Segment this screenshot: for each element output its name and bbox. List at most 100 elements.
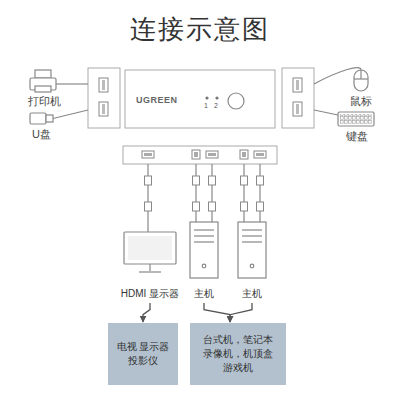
monitor-icon: [124, 232, 176, 272]
port: [142, 150, 266, 159]
usb-drive-icon: [46, 115, 53, 122]
channel-number: 2: [214, 102, 218, 109]
node-label: HDMI 显示器: [121, 287, 179, 300]
kvm-switch: UGREEN 12: [125, 70, 275, 128]
cable: [145, 202, 152, 211]
printer-icon: [56, 83, 88, 84]
monitor-icon: [128, 236, 172, 260]
port: [144, 153, 152, 156]
title: 连接示意图: [0, 12, 400, 47]
pc-tower-icon: [242, 241, 262, 242]
device-label: 打印机: [28, 94, 61, 109]
pc-tower-icon: [202, 264, 206, 268]
side-panel-right: [296, 80, 299, 90]
host-computer: 主机: [184, 215, 224, 300]
kvm-front: [125, 70, 275, 128]
cable: [193, 202, 200, 211]
mouse-icon: [314, 68, 361, 84]
node-label: 主机: [194, 287, 214, 300]
cable: [243, 164, 244, 222]
kvm-back-panel: [123, 146, 277, 164]
cable: [209, 176, 216, 185]
cable: [241, 202, 248, 211]
side-panel-left: [102, 80, 105, 90]
channel-number: 1: [204, 102, 208, 109]
port: [254, 151, 266, 158]
side-panel-right: [293, 78, 302, 92]
usb-drive-icon: [30, 110, 88, 124]
kvm-front: [205, 96, 208, 99]
port: [240, 150, 248, 159]
node-label: 电视 显示器 投影仪: [114, 340, 172, 368]
port: [206, 151, 218, 158]
cable: [145, 176, 152, 185]
usb-drive-icon: [30, 113, 46, 124]
mouse-icon: [314, 68, 368, 91]
mouse-icon: [354, 70, 368, 91]
device-label: U盘: [32, 127, 51, 142]
kvm-back-panel: [123, 146, 277, 164]
side-panel-left: [88, 68, 120, 128]
pc-tower-icon: [242, 229, 262, 230]
device-label: 鼠标: [350, 94, 372, 109]
pc-tower-icon: [242, 235, 262, 236]
device-box: 台式机，笔记本 录像机，机顶盒 游戏机: [190, 323, 286, 385]
port: [142, 151, 154, 158]
kvm-front: [228, 93, 244, 109]
cable: [193, 176, 200, 185]
node-label: 台式机，笔记本 录像机，机顶盒 游戏机: [196, 333, 280, 375]
side-panel-right: [282, 68, 314, 128]
cable: [209, 202, 216, 211]
cable: [241, 176, 248, 185]
display-device: HDMI 显示器: [112, 225, 188, 300]
node-label: 主机: [242, 287, 262, 300]
kvm-front: [125, 70, 275, 128]
flow-arrow: [143, 303, 150, 322]
cable: [257, 176, 264, 185]
side-panel-left: [88, 68, 120, 128]
pc-tower-icon: [238, 222, 266, 278]
port: [242, 152, 246, 157]
flow-arrow: [204, 303, 230, 322]
cable: [211, 164, 212, 222]
keyboard-icon: [338, 112, 374, 126]
monitor-icon: [149, 264, 150, 271]
port: [256, 153, 264, 156]
host-computer: 主机: [232, 215, 272, 300]
side-panel-right: [296, 104, 299, 114]
flow-arrow: [230, 303, 252, 322]
pc-tower-icon: [194, 241, 214, 242]
pc-tower-icon: [190, 222, 218, 278]
mouse-icon: [360, 70, 361, 79]
port: [192, 150, 200, 159]
cable: [257, 202, 264, 211]
pc-tower-icon: [190, 222, 266, 278]
keyboard-icon: [314, 110, 338, 115]
usb-drive-icon: [53, 110, 88, 119]
device-label: 键盘: [346, 129, 368, 144]
port: [208, 153, 216, 156]
side-panel-left: [99, 78, 108, 92]
brand-logo: UGREEN: [136, 95, 178, 105]
cable: [195, 164, 196, 222]
side-panel-left: [102, 104, 105, 114]
pc-tower-icon: [194, 235, 214, 236]
device-box: 电视 显示器 投影仪: [108, 323, 178, 385]
cable: [259, 164, 260, 222]
keyboard-icon: [314, 110, 374, 126]
port: [194, 152, 198, 157]
pc-tower-icon: [194, 229, 214, 230]
monitor-icon: [139, 271, 161, 272]
monitor-icon: [124, 232, 176, 264]
side-panel-right: [293, 102, 302, 116]
cable: [147, 164, 148, 232]
printer-icon: [30, 70, 88, 92]
kvm-front: [215, 96, 218, 99]
pc-tower-icon: [250, 264, 254, 268]
side-panel-right: [282, 68, 314, 128]
keyboard-icon: [340, 114, 372, 124]
printer-icon: [35, 70, 51, 78]
side-panel-left: [99, 102, 108, 116]
printer-icon: [35, 86, 51, 92]
